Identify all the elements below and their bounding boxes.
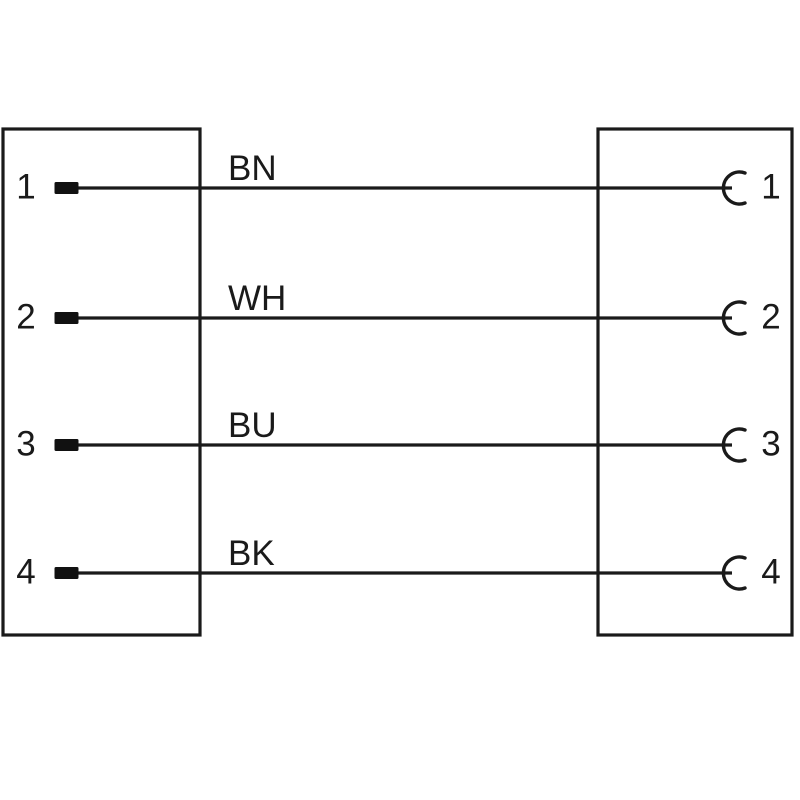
right-pin-number-1: 1 [761,167,780,206]
left-pin-number-group: 1 2 3 4 [16,167,35,591]
right-socket-arc-2 [721,300,747,336]
right-socket-arc-1 [721,170,747,206]
left-pin-terminal-4 [54,567,79,579]
wire-label-bu: BU [228,406,277,445]
left-terminal-group [54,182,79,579]
wire-label-bk: BK [228,534,275,573]
left-pin-number-3: 3 [16,424,35,463]
left-pin-number-1: 1 [16,167,35,206]
left-pin-number-4: 4 [16,552,35,591]
right-socket-group [721,170,747,591]
right-connector-body [596,127,794,637]
left-pin-number-2: 2 [16,297,35,336]
wire-label-wh: WH [228,279,286,318]
right-pin-number-4: 4 [761,552,780,591]
right-socket-arc-4 [721,555,747,591]
wire-label-group: BN WH BU BK [228,149,286,573]
wire-group [72,186,732,575]
left-pin-terminal-2 [54,312,79,324]
right-socket-arc-3 [721,427,747,463]
right-pin-number-2: 2 [761,297,780,336]
left-pin-terminal-1 [54,182,79,194]
left-pin-terminal-3 [54,439,79,451]
wire-label-bn: BN [228,149,277,188]
left-connector-body [1,127,202,637]
right-pin-number-group: 1 2 3 4 [761,167,780,591]
right-pin-number-3: 3 [761,424,780,463]
